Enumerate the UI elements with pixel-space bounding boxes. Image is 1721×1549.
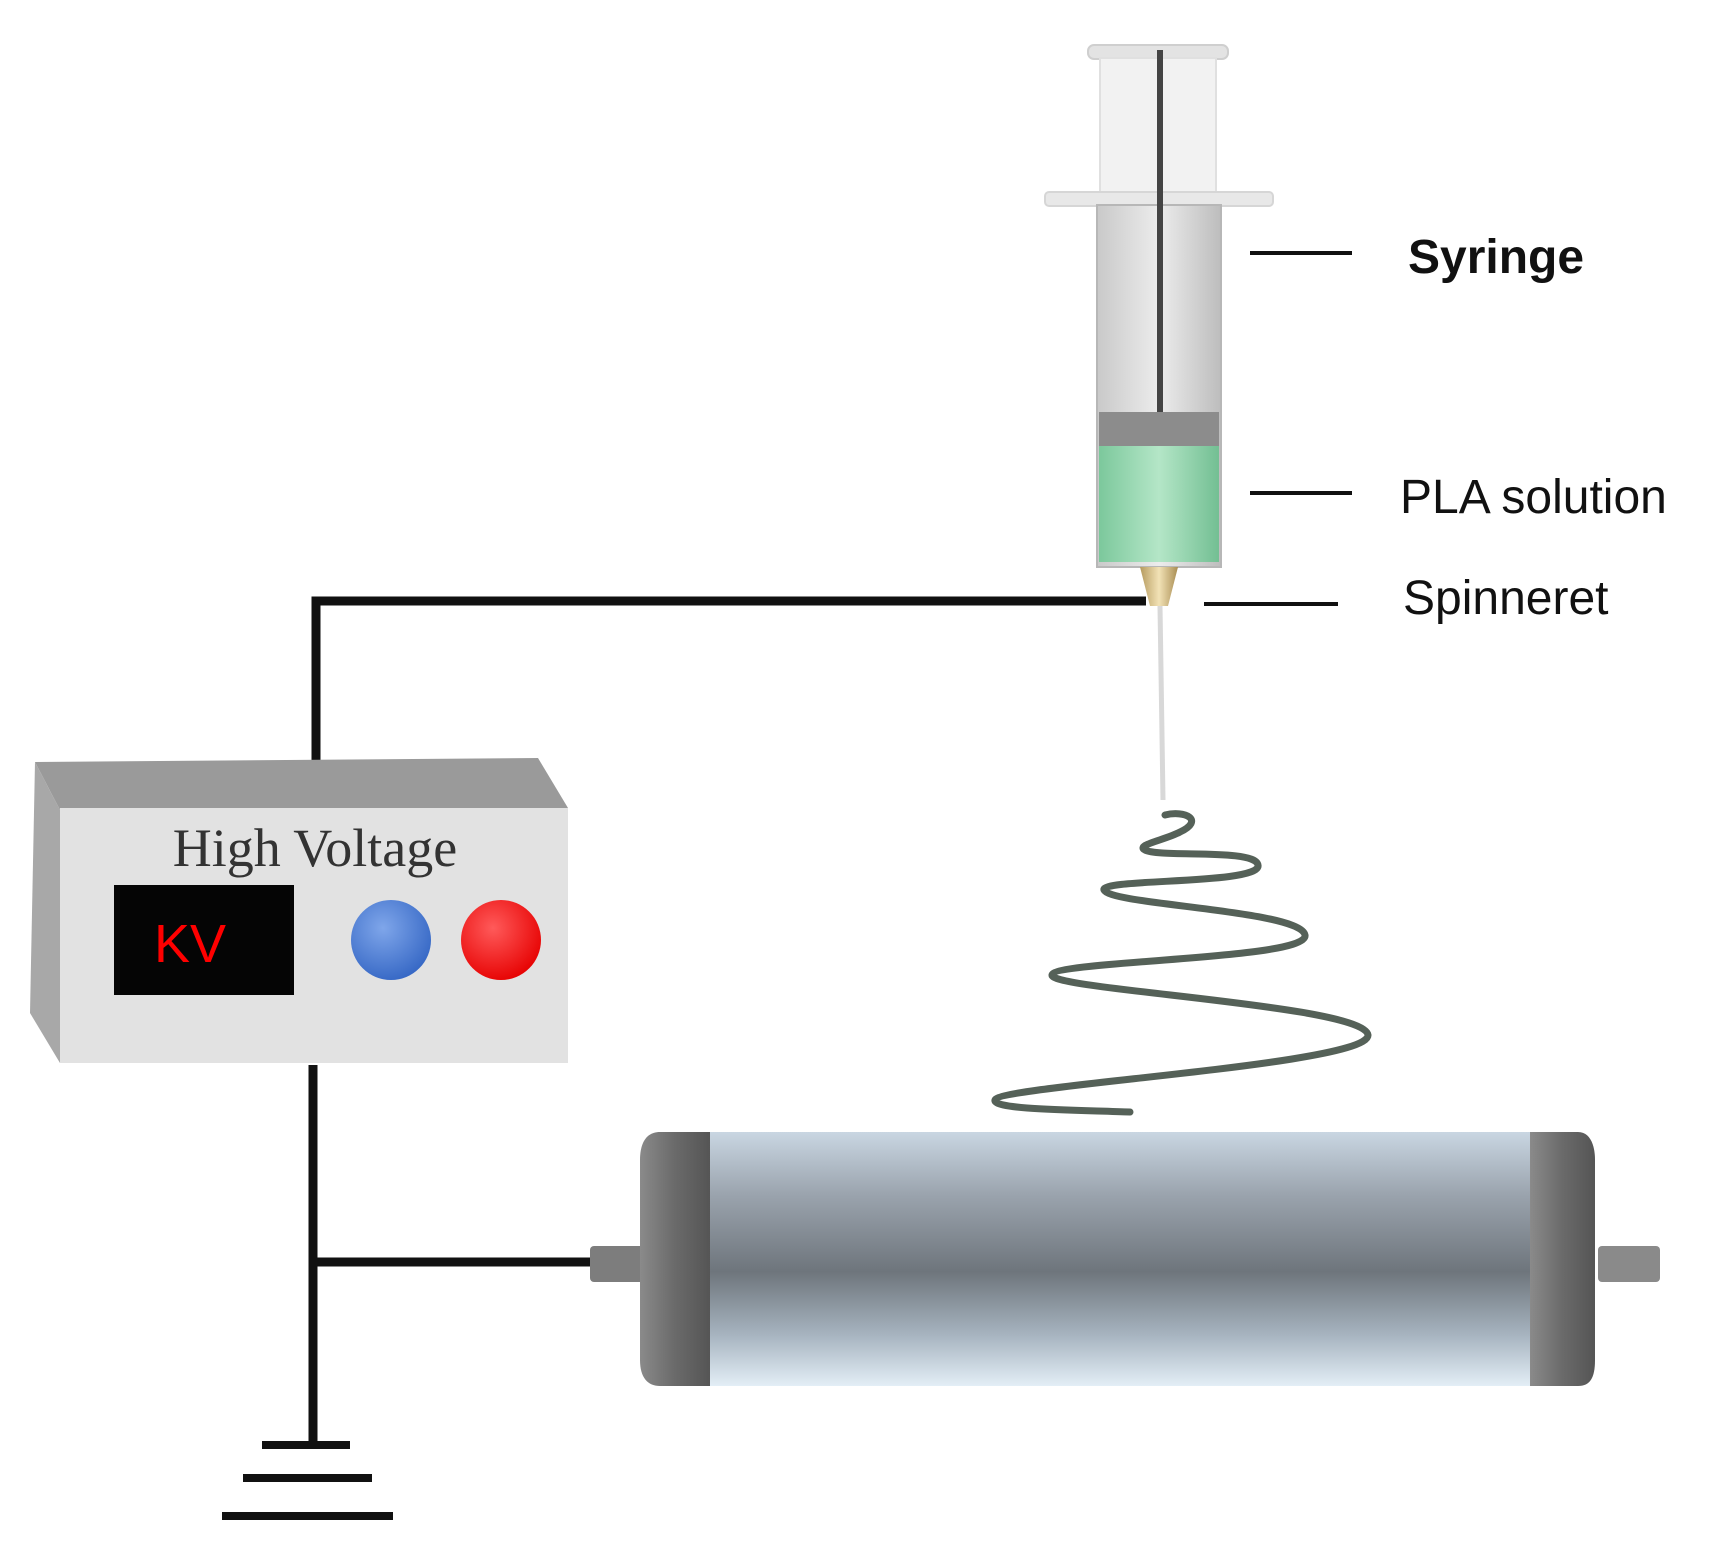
kv-display-text: KV xyxy=(154,914,226,974)
ground-icon xyxy=(222,1441,393,1520)
high-voltage-supply: High Voltage KV xyxy=(30,758,568,1063)
kv-display xyxy=(114,885,294,995)
drum-body xyxy=(700,1132,1540,1386)
pla-solution-fill xyxy=(1099,446,1219,562)
drum-left-cap xyxy=(640,1132,710,1386)
spinneret-label: Spinneret xyxy=(1403,572,1608,625)
drum-left-axle xyxy=(590,1246,648,1282)
wiring xyxy=(308,596,1146,1445)
spinneret-nozzle xyxy=(1140,567,1178,606)
fiber-whipping-spiral xyxy=(991,810,1372,1116)
syringe-label: Syringe xyxy=(1408,231,1584,284)
syringe xyxy=(1044,44,1274,606)
plunger-stopper xyxy=(1099,412,1219,446)
wire-to-spinneret xyxy=(311,596,1146,760)
blue-button-icon[interactable] xyxy=(351,900,431,980)
red-button-icon[interactable] xyxy=(461,900,541,980)
supply-side-face xyxy=(30,762,60,1063)
supply-title: High Voltage xyxy=(173,818,458,878)
supply-top-face xyxy=(35,758,568,810)
pla-solution-label: PLA solution xyxy=(1400,471,1667,524)
collector-drum xyxy=(590,1132,1660,1386)
drum-right-axle xyxy=(1598,1246,1660,1282)
drum-right-cap xyxy=(1530,1132,1595,1386)
leader-lines xyxy=(1204,251,1352,606)
polymer-jet xyxy=(1157,605,1166,801)
